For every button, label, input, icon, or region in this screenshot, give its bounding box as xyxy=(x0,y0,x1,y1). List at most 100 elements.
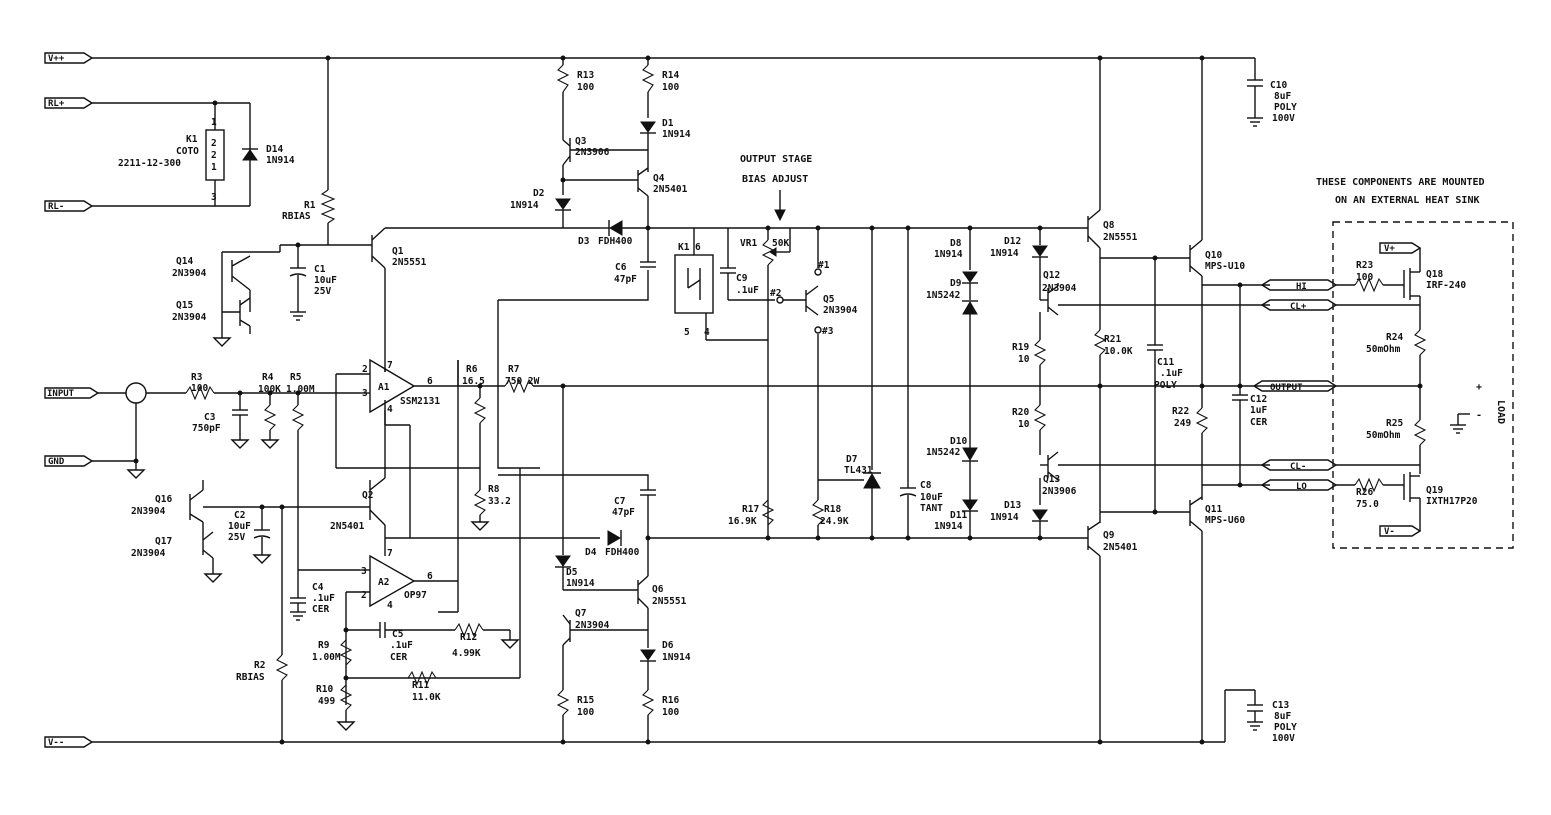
svg-text:1N914: 1N914 xyxy=(662,129,691,140)
svg-text:Q12: Q12 xyxy=(1043,270,1060,281)
svg-text:10.0K: 10.0K xyxy=(1104,346,1133,357)
svg-text:R9: R9 xyxy=(318,640,330,651)
junction-dots xyxy=(133,55,1423,745)
diode-d8: D8 1N914 xyxy=(934,228,978,284)
svg-text:D2: D2 xyxy=(533,188,544,199)
svg-text:2N5401: 2N5401 xyxy=(330,521,365,532)
svg-text:R5: R5 xyxy=(290,372,302,383)
svg-text:C12: C12 xyxy=(1250,394,1267,405)
svg-text:R3: R3 xyxy=(191,372,203,383)
svg-text:D10: D10 xyxy=(950,436,967,447)
resistor-r10: R10 499 xyxy=(316,677,520,731)
svg-text:1N5242: 1N5242 xyxy=(926,290,960,301)
svg-text:Q18: Q18 xyxy=(1426,269,1443,280)
svg-text:Q7: Q7 xyxy=(575,608,586,619)
svg-text:R11: R11 xyxy=(412,680,429,691)
mosfet-q19: Q19 IXTH17P20 xyxy=(1403,472,1478,531)
svg-text:R26: R26 xyxy=(1356,487,1373,498)
transistor-q10: Q10 MPS-U10 xyxy=(1189,58,1270,286)
svg-text:COTO: COTO xyxy=(176,146,199,157)
svg-text:Q10: Q10 xyxy=(1205,250,1222,261)
svg-text:R12: R12 xyxy=(460,632,477,643)
svg-text:THESE COMPONENTS ARE MOUNTED: THESE COMPONENTS ARE MOUNTED xyxy=(1316,177,1485,188)
resistor-r19: R19 10 xyxy=(1012,312,1047,405)
svg-text:50mOhm: 50mOhm xyxy=(1366,344,1401,355)
svg-text:R1: R1 xyxy=(304,200,316,211)
svg-text:100: 100 xyxy=(662,82,679,93)
resistor-r15: R15 100 xyxy=(556,689,594,742)
capacitor-c4: C4 .1uF CER xyxy=(289,569,360,621)
svg-text:C7: C7 xyxy=(614,496,625,507)
svg-text:POLY: POLY xyxy=(1274,102,1297,113)
svg-text:LOAD: LOAD xyxy=(1495,400,1506,424)
svg-text:1N914: 1N914 xyxy=(934,249,963,260)
svg-text:D6: D6 xyxy=(662,640,674,651)
resistor-r13: R13 100 xyxy=(556,58,594,140)
svg-text:D1: D1 xyxy=(662,118,674,129)
svg-text:.1uF: .1uF xyxy=(312,593,335,604)
svg-text:LO: LO xyxy=(1296,482,1307,492)
resistor-r14: R14 100 xyxy=(641,58,679,118)
relay-k1-contacts: K1 6 5 4 xyxy=(674,228,768,341)
diode-d1: D1 1N914 xyxy=(640,118,691,172)
svg-text:OP97: OP97 xyxy=(404,590,427,601)
svg-text:+: + xyxy=(1476,382,1482,393)
diode-d10: D10 1N5242 xyxy=(926,436,978,500)
svg-text:K1: K1 xyxy=(186,134,198,145)
svg-text:Q11: Q11 xyxy=(1205,504,1222,515)
svg-text:8uF: 8uF xyxy=(1274,91,1291,102)
svg-text:2N5551: 2N5551 xyxy=(392,257,427,268)
svg-text:FDH400: FDH400 xyxy=(605,547,640,558)
svg-text:25V: 25V xyxy=(228,532,245,543)
svg-text:C11: C11 xyxy=(1157,357,1174,368)
svg-text:HI: HI xyxy=(1296,282,1307,292)
port-gnd: GND xyxy=(44,455,94,467)
svg-text:8uF: 8uF xyxy=(1274,711,1291,722)
capacitor-c2: C2 10uF 25V xyxy=(228,507,271,564)
mosfet-q18: Q18 IRF-240 xyxy=(1336,248,1466,330)
capacitor-c11: C11 .1uF POLY xyxy=(1147,258,1183,512)
svg-text:Q2: Q2 xyxy=(362,490,373,501)
heatsink-note: THESE COMPONENTS ARE MOUNTED ON AN EXTER… xyxy=(1316,177,1485,206)
resistor-r23: R23 100 xyxy=(1336,260,1404,293)
svg-text:2N3904: 2N3904 xyxy=(172,268,207,279)
svg-text:R2: R2 xyxy=(254,660,265,671)
svg-text:CER: CER xyxy=(312,604,329,615)
svg-text:ON AN EXTERNAL HEAT SINK: ON AN EXTERNAL HEAT SINK xyxy=(1335,195,1480,206)
svg-text:4: 4 xyxy=(704,327,710,338)
resistor-r4: R4 100K xyxy=(248,372,281,449)
transistor-q15: Q15 2N3904 xyxy=(172,297,251,347)
svg-text:2N3906: 2N3906 xyxy=(1042,486,1077,497)
resistor-r21: R21 10.0K xyxy=(1093,329,1133,523)
svg-text:C5: C5 xyxy=(392,629,404,640)
svg-text:C10: C10 xyxy=(1270,80,1287,91)
heatsink-boundary xyxy=(1332,221,1514,549)
svg-text:1.00M: 1.00M xyxy=(286,384,315,395)
capacitor-c10: C10 8uF POLY 100V xyxy=(1246,58,1297,127)
svg-text:FDH400: FDH400 xyxy=(598,236,633,247)
svg-text:.1uF: .1uF xyxy=(736,285,759,296)
svg-text:1N914: 1N914 xyxy=(510,200,539,211)
relay-k1-coil: 1 2 2 1 3 K1 COTO 2211-12-300 xyxy=(92,102,251,207)
svg-text:100: 100 xyxy=(577,82,594,93)
svg-text:Q5: Q5 xyxy=(823,294,835,305)
svg-text:POLY: POLY xyxy=(1154,380,1177,391)
svg-text:3: 3 xyxy=(361,566,367,577)
port-vmm: V-- xyxy=(44,736,94,748)
capacitor-c12: C12 1uF CER xyxy=(1232,285,1267,485)
capacitor-c9: C9 .1uF xyxy=(720,228,775,301)
svg-text:33.2: 33.2 xyxy=(488,496,511,507)
connector-lo: LO xyxy=(1260,479,1338,492)
svg-text:16.5: 16.5 xyxy=(462,376,485,387)
resistor-r11: R11 11.0K xyxy=(407,468,521,703)
svg-text:50mOhm: 50mOhm xyxy=(1366,430,1401,441)
diode-d14: D14 1N914 xyxy=(242,144,295,166)
svg-text:INPUT: INPUT xyxy=(47,389,75,399)
svg-text:BIAS ADJUST: BIAS ADJUST xyxy=(742,174,808,185)
heatsink-vplus-port: V+ xyxy=(1379,242,1422,254)
diode-d6: D6 1N914 xyxy=(640,640,691,690)
svg-text:100: 100 xyxy=(1356,272,1373,283)
svg-text:Q16: Q16 xyxy=(155,494,172,505)
capacitor-c3: C3 750pF xyxy=(192,393,249,449)
diode-d13: D13 1N914 xyxy=(990,500,1048,538)
